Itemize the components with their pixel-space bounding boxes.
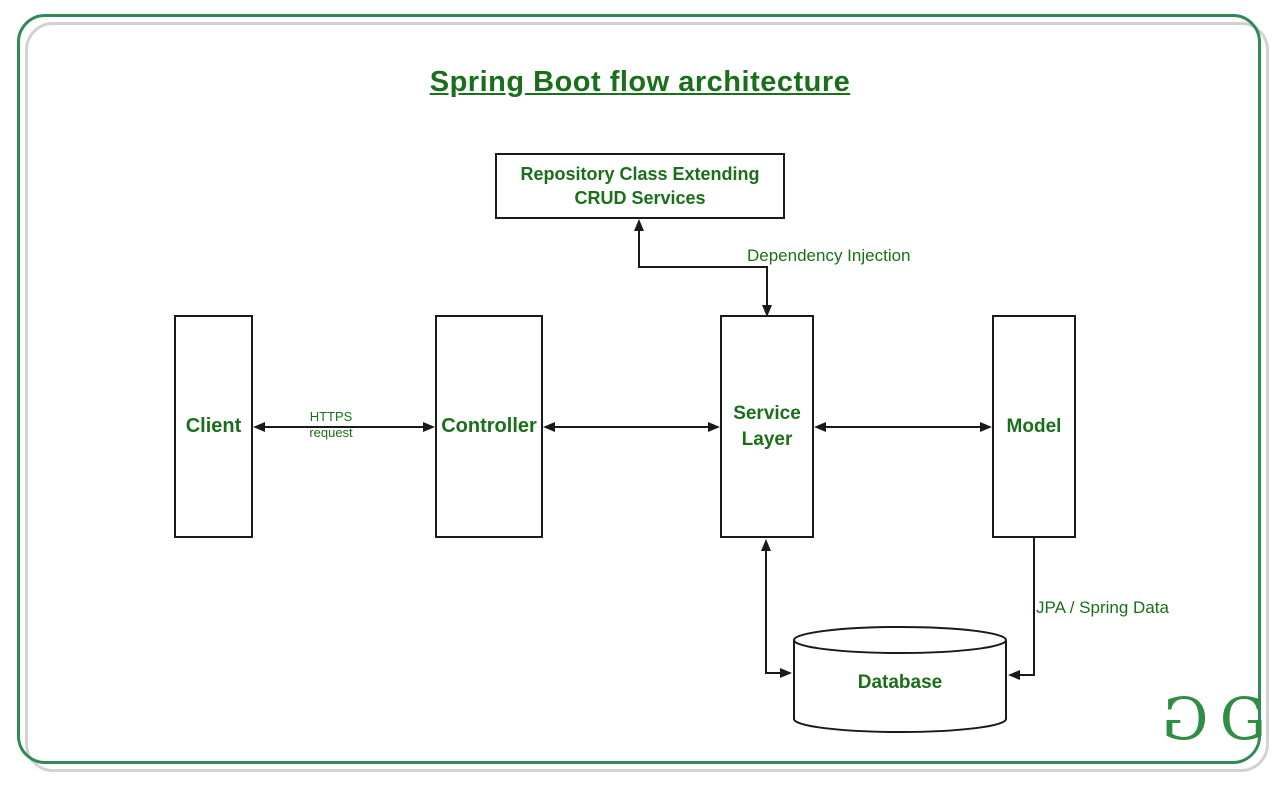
node-controller-label: Controller	[441, 415, 537, 437]
service-model-arrowhead-left-icon	[814, 422, 826, 432]
node-service-layer: Service Layer	[720, 315, 814, 538]
node-repository-label-line2: CRUD Services	[574, 188, 706, 208]
controller-service-arrowhead-right-icon	[708, 422, 720, 432]
node-controller: Controller	[435, 315, 543, 538]
controller-service-line	[553, 426, 711, 428]
service-model-arrowhead-right-icon	[980, 422, 992, 432]
geeksforgeeks-logo-icon: G G	[1162, 685, 1267, 753]
node-service-layer-label-line2: Layer	[741, 428, 793, 450]
page-frame-shadow	[25, 22, 1269, 772]
edge-label-https-request: HTTPS request	[281, 409, 381, 442]
node-database-label: Database	[857, 672, 943, 693]
logo-g-mirrored: G	[1162, 685, 1209, 753]
service-database-arrowhead-right-icon	[780, 668, 792, 678]
database-cylinder-icon	[793, 626, 1007, 733]
node-database	[792, 626, 1008, 733]
dependency-injection-arrowhead-down-icon	[762, 305, 772, 317]
service-database-line-vertical	[765, 549, 767, 674]
edge-label-https-line2: request	[309, 425, 353, 441]
client-controller-line	[263, 426, 425, 428]
logo-g-normal: G	[1219, 685, 1267, 753]
service-database-line-horizontal	[765, 672, 782, 674]
node-client-label: Client	[185, 415, 242, 437]
model-database-line-horizontal	[1018, 674, 1035, 676]
dependency-injection-line-horizontal	[638, 266, 768, 268]
dependency-injection-arrowhead-up-icon	[634, 219, 644, 231]
service-model-line	[824, 426, 982, 428]
page-frame-border	[17, 14, 1261, 764]
model-database-line-vertical	[1033, 538, 1035, 676]
client-controller-arrowhead-left-icon	[253, 422, 265, 432]
client-controller-arrowhead-right-icon	[423, 422, 435, 432]
model-database-arrowhead-left-icon	[1008, 670, 1020, 680]
node-model-label: Model	[1006, 415, 1062, 437]
service-database-arrowhead-up-icon	[761, 539, 771, 551]
diagram-title: Spring Boot flow architecture	[429, 66, 851, 98]
node-service-layer-label-line1: Service	[733, 402, 801, 424]
node-client: Client	[174, 315, 253, 538]
node-repository: Repository Class Extending CRUD Services	[495, 153, 785, 219]
edge-label-dependency-injection: Dependency Injection	[747, 246, 911, 265]
node-model: Model	[992, 315, 1076, 538]
dependency-injection-line-vertical-right	[766, 266, 768, 307]
dependency-injection-line-vertical-left	[638, 229, 640, 268]
node-repository-label-line1: Repository Class Extending	[520, 163, 760, 184]
edge-label-jpa-spring-data: JPA / Spring Data	[1036, 598, 1169, 617]
controller-service-arrowhead-left-icon	[543, 422, 555, 432]
edge-label-https-line1: HTTPS	[309, 409, 353, 424]
